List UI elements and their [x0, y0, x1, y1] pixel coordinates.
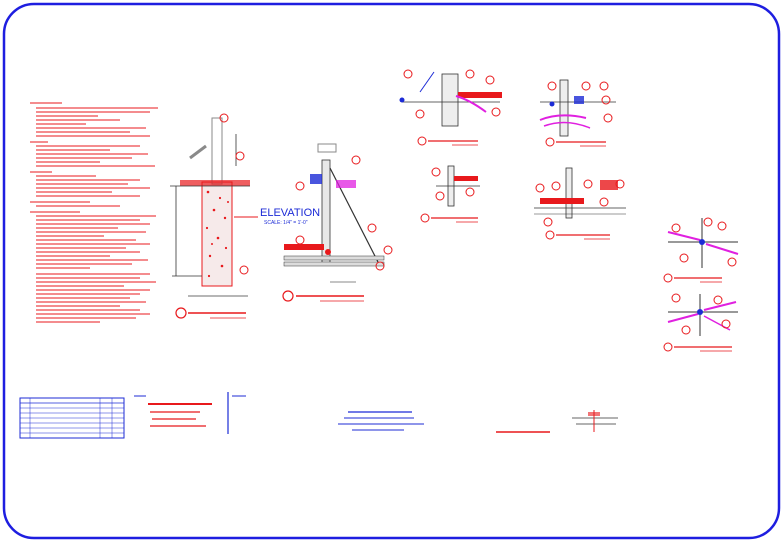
elevation-scale: SCALE: 1/4" = 1'-0" — [264, 220, 308, 226]
rail-connection-detail — [539, 79, 616, 147]
project-block — [134, 392, 246, 434]
detail-callout — [175, 307, 187, 319]
general-notes — [30, 102, 158, 323]
detail-callout — [545, 230, 555, 240]
joint-detail-upper — [663, 217, 739, 283]
elevation-title: ELEVATION — [260, 207, 320, 219]
joint-detail-lower — [663, 293, 738, 352]
detail-callout — [663, 342, 673, 352]
small-section-detail — [420, 165, 480, 223]
detail-callout — [663, 273, 673, 283]
pier-foundation-detail — [170, 113, 250, 319]
detail-callout — [420, 213, 430, 223]
revision-table — [19, 397, 125, 439]
pier-column — [201, 181, 233, 287]
firm-block — [338, 411, 550, 433]
detail-callout — [282, 290, 294, 302]
detail-callout — [417, 136, 427, 146]
stair-detail — [534, 167, 626, 240]
elevation-detail: ELEVATION SCALE: 1/4" = 1'-0" — [234, 143, 393, 302]
detail-callout — [545, 137, 555, 147]
post-connection-detail — [399, 69, 502, 146]
north-symbol — [572, 410, 618, 432]
